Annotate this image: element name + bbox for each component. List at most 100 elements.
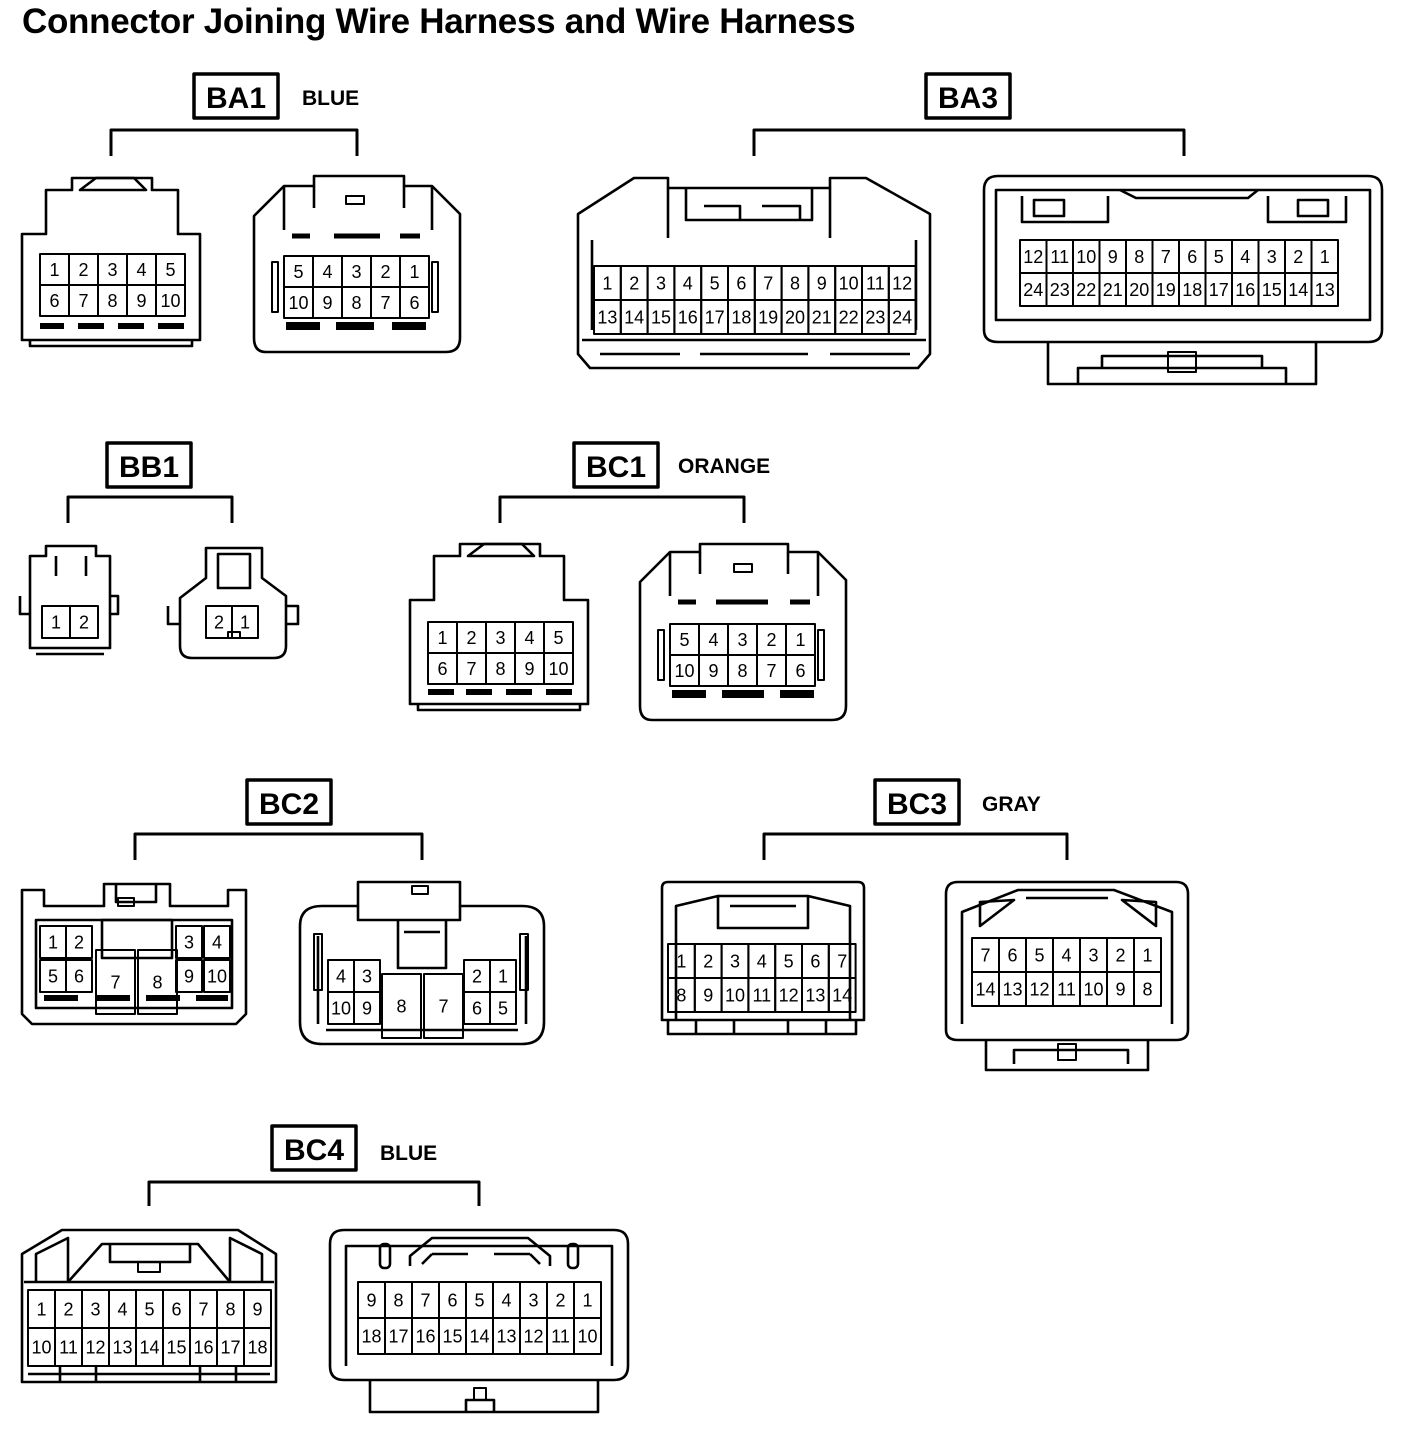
pin-number: 11 — [59, 1338, 78, 1358]
pin-number: 10 — [288, 293, 308, 313]
pin-number: 12 — [892, 274, 912, 294]
pin-number: 6 — [736, 274, 746, 294]
pin-number: 4 — [1061, 946, 1071, 966]
pin-number: 8 — [107, 291, 117, 311]
pin-number: 9 — [252, 1300, 262, 1320]
pin-number: 10 — [674, 661, 694, 681]
pin-number: 9 — [817, 274, 827, 294]
pin-number: 6 — [171, 1300, 181, 1320]
pin-number: 18 — [361, 1327, 381, 1347]
pin-number: 3 — [90, 1300, 100, 1320]
pin-number: 1 — [795, 630, 805, 650]
pin-number: 6 — [447, 1291, 457, 1311]
pin-number: 18 — [731, 308, 751, 328]
pin-number: 9 — [708, 661, 718, 681]
pin-number: 17 — [705, 308, 725, 328]
pin-cell — [785, 654, 816, 687]
pin-number: 20 — [785, 308, 805, 328]
pin-number: 20 — [1129, 280, 1149, 300]
pin-number: 8 — [1142, 980, 1152, 1000]
bc1-label: BC1 — [586, 451, 646, 484]
pin-number: 22 — [839, 308, 859, 328]
bc3-color-label: GRAY — [982, 793, 1041, 816]
pin-number: 21 — [812, 308, 832, 328]
pin-number: 2 — [214, 613, 224, 633]
pin-number: 3 — [495, 628, 505, 648]
pin-number: 24 — [892, 308, 912, 328]
pin-number: 5 — [710, 274, 720, 294]
pin-number: 16 — [678, 308, 698, 328]
pin-number: 8 — [495, 659, 505, 679]
ba1-label-box — [192, 72, 280, 120]
pin-number: 4 — [683, 274, 693, 294]
pin-number: 2 — [466, 628, 476, 648]
pin-cell — [231, 605, 259, 639]
pin-number: 7 — [198, 1300, 208, 1320]
pin-number: 13 — [597, 308, 617, 328]
pin-number: 2 — [555, 1291, 565, 1311]
pin-number: 8 — [737, 661, 747, 681]
pin-number: 4 — [117, 1300, 127, 1320]
pin-number: 13 — [112, 1338, 132, 1358]
pin-number: 4 — [212, 933, 222, 953]
pin-cell — [1133, 971, 1162, 1007]
pin-number: 10 — [207, 967, 227, 987]
bc3-label: BC3 — [887, 788, 947, 821]
pin-number: 16 — [415, 1327, 435, 1347]
pin-number: 15 — [166, 1338, 186, 1358]
pin-cell — [69, 605, 99, 639]
pin-number: 16 — [1235, 280, 1255, 300]
bc4-color-label: BLUE — [380, 1142, 437, 1165]
pin-number: 1 — [498, 967, 508, 987]
pin-number: 5 — [293, 262, 303, 282]
ba1-color-label: BLUE — [302, 87, 359, 110]
pin-number: 24 — [1023, 280, 1043, 300]
pin-cell — [65, 959, 93, 993]
pin-number: 12 — [523, 1327, 543, 1347]
pin-number: 14 — [1288, 280, 1308, 300]
pin-number: 10 — [548, 659, 568, 679]
pin-cell — [203, 925, 231, 959]
pin-number: 5 — [498, 999, 508, 1019]
pin-cell — [175, 925, 203, 959]
pin-number: 9 — [362, 999, 372, 1019]
pin-number: 12 — [1023, 247, 1043, 267]
pin-number: 7 — [1161, 247, 1171, 267]
bb1-label: BB1 — [119, 451, 179, 484]
pin-number: 1 — [602, 274, 612, 294]
pin-cell — [95, 949, 136, 1015]
pin-number: 6 — [810, 952, 820, 972]
pin-cell — [65, 925, 93, 959]
pin-number: 13 — [496, 1327, 516, 1347]
pin-number: 6 — [795, 661, 805, 681]
pin-number: 1 — [409, 262, 419, 282]
pin-number: 12 — [779, 986, 799, 1006]
pin-number: 11 — [551, 1327, 570, 1347]
pin-number: 11 — [1050, 247, 1069, 267]
pin-number: 1 — [582, 1291, 592, 1311]
pin-number: 5 — [1034, 946, 1044, 966]
pin-number: 23 — [1050, 280, 1070, 300]
pin-number: 10 — [725, 986, 745, 1006]
pin-number: 10 — [1076, 247, 1096, 267]
pin-cell — [827, 977, 857, 1013]
pin-number: 11 — [752, 986, 771, 1006]
pin-number: 1 — [51, 613, 61, 633]
pin-number: 21 — [1103, 280, 1123, 300]
pin-number: 1 — [36, 1300, 46, 1320]
pin-number: 7 — [763, 274, 773, 294]
pin-number: 12 — [1029, 980, 1049, 1000]
pin-number: 4 — [501, 1291, 511, 1311]
pin-number: 10 — [1083, 980, 1103, 1000]
